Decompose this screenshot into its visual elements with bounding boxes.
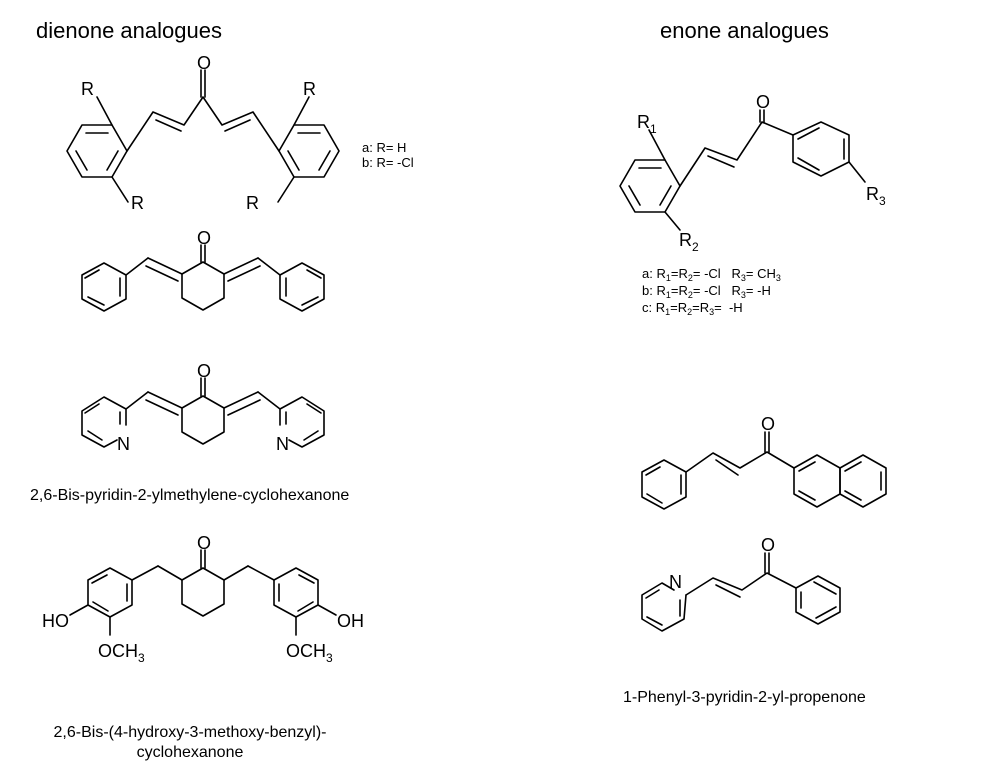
dienone-structure-4 bbox=[69, 549, 337, 636]
dienone-structure-1 bbox=[66, 69, 340, 203]
atom-O: O bbox=[197, 533, 211, 553]
enone-structure-1 bbox=[619, 109, 866, 231]
svg-text:R1: R1 bbox=[637, 112, 657, 136]
atom-O: O bbox=[197, 228, 211, 248]
svg-text:R2: R2 bbox=[679, 230, 699, 254]
dienone-structure-3 bbox=[81, 377, 325, 448]
dienone-header: dienone analogues bbox=[36, 18, 222, 43]
atom-N: N bbox=[669, 572, 682, 592]
atom-OCH: OCH bbox=[98, 641, 138, 661]
atom-R: R bbox=[866, 184, 879, 204]
svg-text:R3: R3 bbox=[866, 184, 886, 208]
atom-sub: 3 bbox=[138, 651, 145, 665]
enone-header: enone analogues bbox=[660, 18, 829, 43]
caption-bis-benzyl-line1: 2,6-Bis-(4-hydroxy-3-methoxy-benzyl)- bbox=[53, 724, 327, 741]
atom-R: R bbox=[637, 112, 650, 132]
atom-O: O bbox=[761, 414, 775, 434]
enone-structure-3 bbox=[641, 552, 841, 632]
atom-OH: OH bbox=[337, 611, 364, 631]
atom-HO: HO bbox=[42, 611, 69, 631]
atom-R: R bbox=[81, 79, 94, 99]
atom-R: R bbox=[303, 79, 316, 99]
enone-subst-a: a: R1=R2= -Cl R3= CH3 bbox=[642, 266, 781, 283]
atom-O: O bbox=[197, 53, 211, 73]
atom-O: O bbox=[761, 535, 775, 555]
atom-R: R bbox=[131, 193, 144, 213]
caption-phenyl-pyridinyl: 1-Phenyl-3-pyridin-2-yl-propenone bbox=[623, 689, 866, 706]
atom-OCH: OCH bbox=[286, 641, 326, 661]
dienone-subst-b: b: R= -Cl bbox=[362, 155, 414, 170]
atom-R: R bbox=[679, 230, 692, 250]
atom-sub: 3 bbox=[879, 194, 886, 208]
atom-N: N bbox=[276, 434, 289, 454]
atom-labels: O R R R R O O N N O HO OH OCH3 OCH3 O R1… bbox=[42, 53, 886, 665]
atom-R: R bbox=[246, 193, 259, 213]
caption-bis-pyridinyl: 2,6-Bis-pyridin-2-ylmethylene-cyclohexan… bbox=[30, 487, 350, 504]
atom-sub: 2 bbox=[692, 240, 699, 254]
atom-sub: 3 bbox=[326, 651, 333, 665]
enone-subst-b: b: R1=R2= -Cl R3= -H bbox=[642, 283, 771, 300]
atom-N: N bbox=[117, 434, 130, 454]
atom-O: O bbox=[197, 361, 211, 381]
atom-O: O bbox=[756, 92, 770, 112]
enone-structure-2 bbox=[641, 431, 887, 510]
caption-bis-benzyl-line2: cyclohexanone bbox=[136, 744, 244, 761]
dienone-subst-a: a: R= H bbox=[362, 140, 407, 155]
enone-subst-c: c: R1=R2=R3= -H bbox=[642, 300, 743, 317]
atom-sub: 1 bbox=[650, 122, 657, 136]
svg-text:OCH3: OCH3 bbox=[98, 641, 145, 665]
svg-text:OCH3: OCH3 bbox=[286, 641, 333, 665]
dienone-structure-2 bbox=[81, 244, 325, 312]
